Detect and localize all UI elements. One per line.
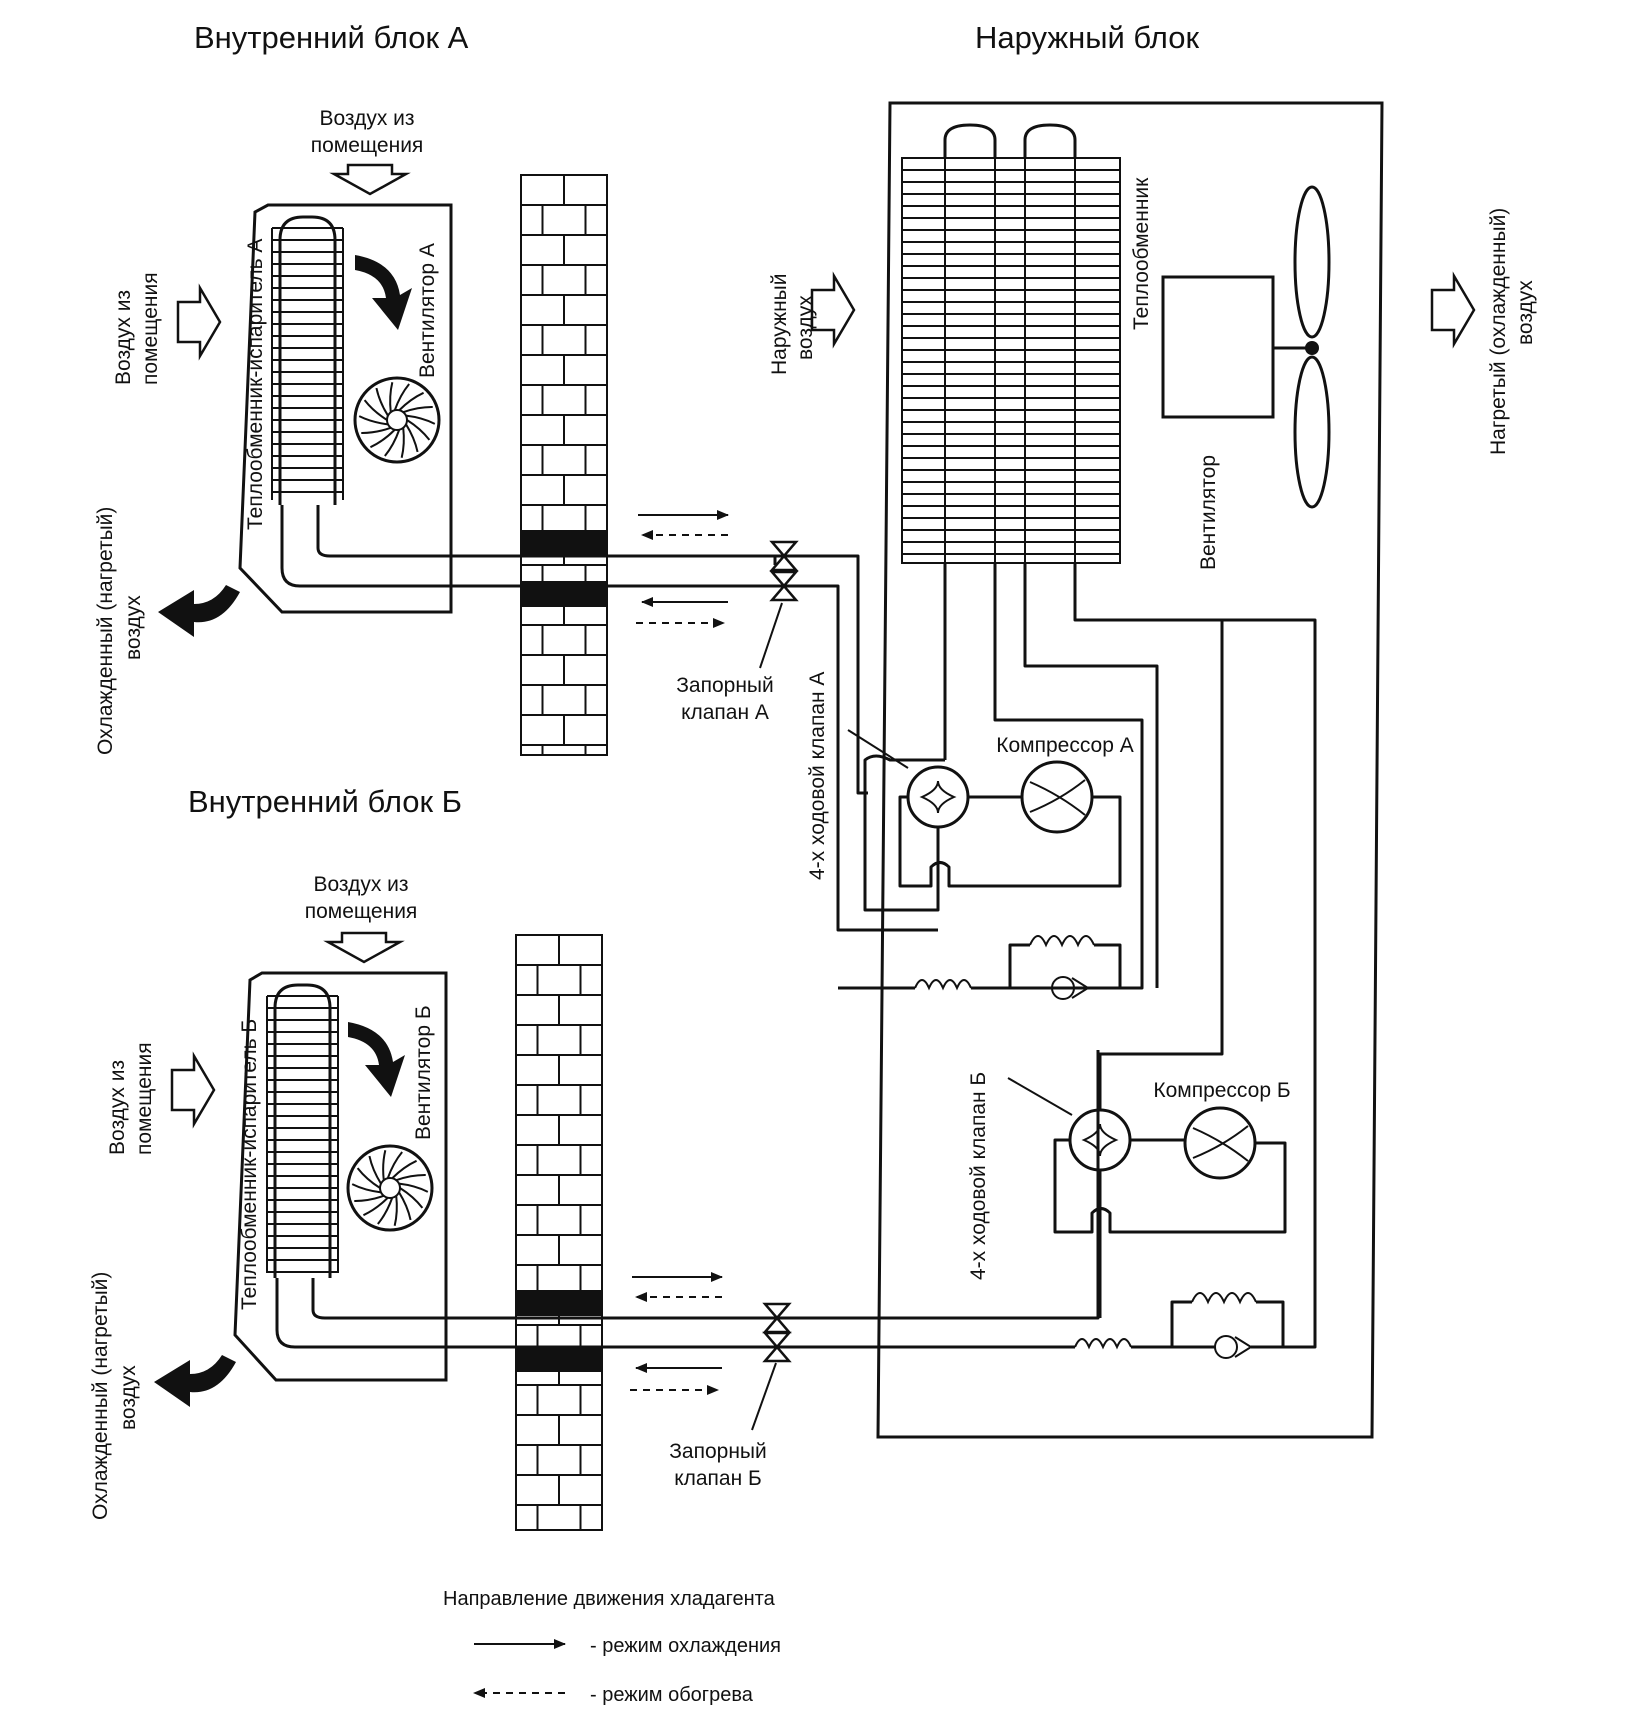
wall-lower [515, 934, 603, 1531]
shutoff-valve-a-label-2: клапан А [681, 701, 769, 724]
outdoor-unit: Теплообменник Вентилятор Наружный воздух… [768, 101, 1537, 1439]
four-way-valve-b-label: 4-х ходовой клапан Б [967, 1072, 990, 1280]
evaporator-a-tube [278, 215, 337, 505]
check-valve-b-icon [1214, 1335, 1238, 1359]
legend: Направление движения хладагента - режим … [443, 1588, 781, 1706]
wall-penetration-lower-b [516, 1346, 602, 1372]
exhaust-air-arrow-icon [1430, 271, 1476, 349]
four-way-valve-b-icon [1068, 1108, 1132, 1172]
compressor-b-label: Компрессор Б [1153, 1079, 1290, 1102]
air-in-top-a-label-1: Воздух из [319, 107, 414, 130]
air-in-left-b-label-1: Воздух из [106, 1060, 129, 1155]
air-out-b-arrow-icon [154, 1355, 236, 1407]
fan-a-icon [353, 376, 441, 464]
fan-b-label: Вентилятор Б [412, 1005, 435, 1140]
outdoor-fan-icon [1293, 185, 1331, 509]
outside-air-arrow-icon [810, 271, 856, 349]
air-in-left-a-label-2: помещения [139, 272, 162, 385]
evaporator-b-tube [273, 983, 332, 1278]
four-way-valve-a-label: 4-х ходовой клапан А [806, 672, 829, 880]
air-in-top-b-label-2: помещения [305, 900, 418, 923]
four-way-valve-a-icon [906, 765, 970, 829]
legend-title: Направление движения хладагента [443, 1588, 776, 1610]
air-in-top-b-label-1: Воздух из [313, 873, 408, 896]
compressor-b-icon [1183, 1106, 1257, 1180]
air-in-left-a-label-1: Воздух из [112, 290, 135, 385]
compressor-a-icon [1020, 760, 1094, 834]
shutoff-valve-b-label-1: Запорный [669, 1440, 767, 1463]
indoor-unit-b-title: Внутренний блок Б [188, 784, 462, 819]
shutoff-valve-a-icon [763, 540, 805, 602]
wall-penetration-upper-a [521, 530, 607, 556]
legend-cooling-label: - режим охлаждения [590, 1635, 781, 1657]
evaporator-b-label: Теплообменник-испаритель Б [238, 1019, 261, 1310]
air-in-left-b-arrow-icon [170, 1051, 216, 1129]
fan-b-icon [346, 1144, 434, 1232]
valve4-b-leader [1007, 1077, 1073, 1116]
outdoor-unit-housing [876, 101, 1384, 1439]
shutoff-valve-a-leader [759, 602, 783, 669]
air-in-top-a-arrow-icon [329, 163, 411, 196]
air-in-top-a-label-2: помещения [311, 134, 424, 157]
air-in-left-a-arrow-icon [176, 283, 222, 361]
flow-arrows-a [636, 510, 729, 628]
wall-penetration-upper-b [516, 1290, 602, 1316]
outside-air-label-1: Наружный [768, 274, 791, 376]
fan-b-rotation-arrow-icon [348, 1022, 405, 1097]
outdoor-unit-title: Наружный блок [975, 20, 1199, 55]
outdoor-fan-motor [1161, 275, 1275, 419]
refrigerant-pipes [275, 505, 1100, 1349]
flow-arrows-b [630, 1272, 723, 1395]
indoor-unit-b-housing [233, 971, 448, 1382]
fan-a-rotation-arrow-icon [355, 255, 412, 330]
fan-a-label: Вентилятор А [416, 243, 439, 378]
exhaust-air-label-1: Нагретый (охлажденный) [1487, 208, 1510, 455]
evaporator-a-fins [271, 227, 344, 500]
shutoff-valve-a-label-1: Запорный [676, 674, 774, 697]
compressor-a-label: Компрессор А [996, 734, 1134, 757]
outside-air-label-2: воздух [794, 295, 817, 360]
exhaust-air-label-2: воздух [1514, 280, 1537, 345]
shutoff-valve-b-icon [756, 1302, 798, 1363]
indoor-unit-a-title: Внутренний блок А [194, 20, 469, 55]
air-out-b-label-1: Охлажденный (нагретый) [89, 1272, 112, 1520]
air-out-a-label-2: воздух [122, 595, 145, 660]
wall-upper [520, 174, 608, 756]
indoor-unit-a: Теплообменник-испаритель А Вентилятор А … [94, 107, 453, 755]
condenser-heat-exchanger [901, 123, 1121, 564]
air-out-a-arrow-icon [158, 585, 240, 637]
air-in-left-b-label-2: помещения [133, 1042, 156, 1155]
heat-exchanger-label: Теплообменник [1130, 177, 1153, 330]
outdoor-fan-label: Вентилятор [1197, 455, 1220, 570]
shutoff-valve-b-label-2: клапан Б [674, 1467, 762, 1490]
air-out-a-label-1: Охлажденный (нагретый) [94, 507, 117, 755]
valve4-a-leader [847, 729, 909, 769]
indoor-unit-b: Теплообменник-испаритель Б Вентилятор Б … [89, 873, 448, 1520]
evaporator-b-fins [266, 995, 339, 1273]
legend-heating-label: - режим обогрева [590, 1684, 754, 1706]
air-in-top-b-arrow-icon [323, 931, 405, 964]
indoor-unit-a-housing [238, 203, 453, 614]
shutoff-valve-b-leader [751, 1362, 777, 1431]
air-out-b-label-2: воздух [117, 1365, 140, 1430]
evaporator-a-label: Теплообменник-испаритель А [244, 239, 267, 530]
